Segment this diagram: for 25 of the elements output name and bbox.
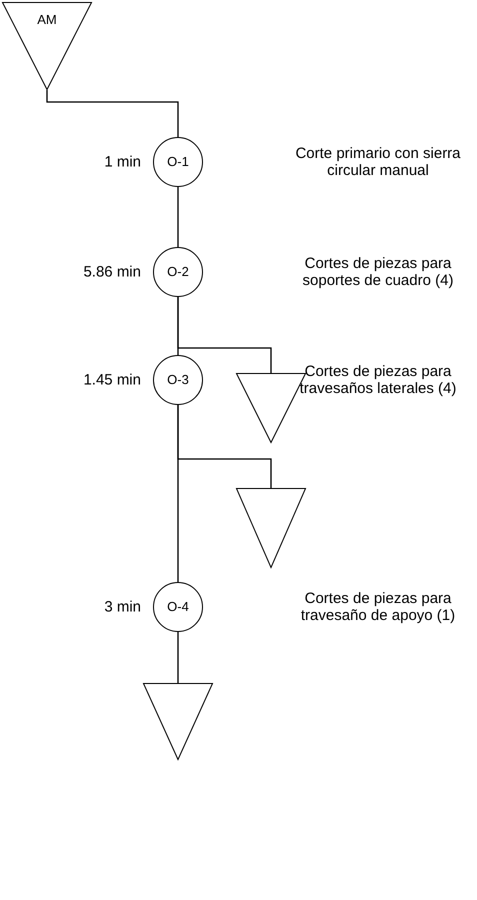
- storage-triangle: [2, 2, 92, 90]
- duration-label: 1 min: [104, 154, 141, 170]
- operation-code: O-1: [166, 154, 190, 169]
- operation-description: Cortes de piezas para soportes de cuadro (4): [302, 255, 454, 289]
- flow-line: [177, 632, 179, 683]
- storage-triangle: [236, 488, 306, 568]
- operation-description: Cortes de piezas para travesaño de apoyo (1): [300, 590, 456, 624]
- operation-description: Cortes de piezas para travesaños laterales (4): [298, 363, 458, 397]
- duration-label: 5.86 min: [83, 264, 141, 280]
- duration-label: 1.45 min: [83, 372, 141, 388]
- operation-code: O-4: [166, 599, 190, 614]
- duration-label: 3 min: [104, 598, 141, 616]
- operation-circle: [153, 582, 203, 632]
- flow-line: [177, 187, 179, 247]
- flow-line: [177, 405, 272, 488]
- storage-code: AM: [36, 12, 58, 27]
- operation-code: O-3: [166, 372, 190, 387]
- storage-triangle: [143, 683, 213, 760]
- operation-circle: [153, 247, 203, 297]
- operation-circle: [153, 137, 203, 187]
- flow-line: [177, 297, 272, 373]
- operation-description: Corte primario con sierra circular manual: [294, 145, 462, 179]
- operation-circle: [153, 355, 203, 405]
- operation-code: O-2: [166, 264, 190, 279]
- flow-line: [46, 90, 179, 137]
